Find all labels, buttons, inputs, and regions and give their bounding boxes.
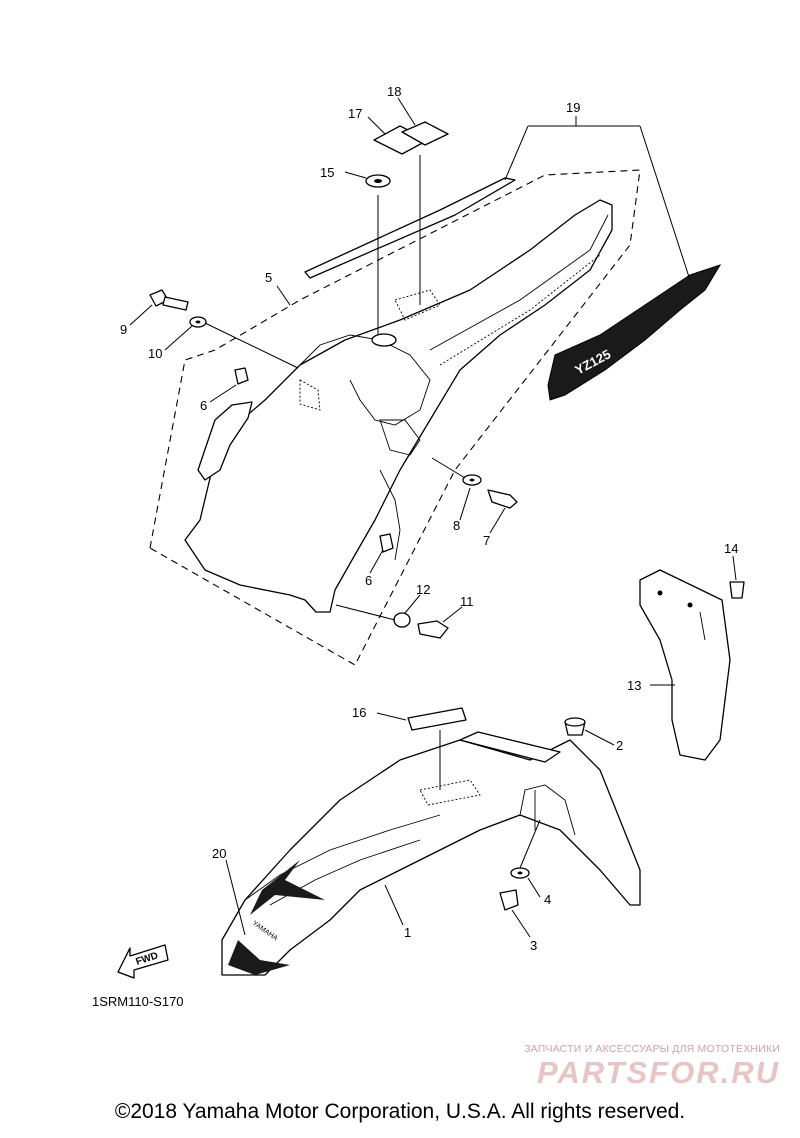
diagram-code: 1SRM110-S170: [92, 994, 184, 1009]
callout-14: 14: [724, 541, 738, 556]
bolt-11: [417, 620, 449, 639]
washer-4: [510, 867, 530, 879]
bolt-7: [487, 489, 518, 509]
callout-6-top: 6: [200, 398, 207, 413]
callout-17: 17: [348, 106, 362, 121]
callout-11: 11: [460, 594, 474, 609]
grommet: [365, 174, 391, 335]
callout-19: 19: [566, 100, 580, 115]
callout-3: 3: [530, 938, 537, 953]
callout-13: 13: [627, 678, 641, 693]
callout-10: 10: [148, 346, 162, 361]
bolt-3: [499, 889, 519, 911]
washer-10: [189, 316, 299, 369]
callout-7: 7: [483, 533, 490, 548]
callout-12: 12: [416, 582, 430, 597]
graphic-strip-decal: [304, 177, 516, 279]
callout-1: 1: [404, 925, 411, 940]
callout-leaders: [129, 97, 737, 938]
callout-18: 18: [387, 84, 401, 99]
watermark-tagline: ЗАПЧАСТИ И АКСЕССУАРЫ ДЛЯ МОТОТЕХНИКИ: [524, 1043, 780, 1055]
callout-8: 8: [453, 518, 460, 533]
callout-9: 9: [120, 322, 127, 337]
callout-16: 16: [352, 705, 366, 720]
bolt-9: [149, 289, 189, 311]
copyright-notice: ©2018 Yamaha Motor Corporation, U.S.A. A…: [114, 1100, 686, 1123]
washer-8: [431, 457, 482, 486]
callout-5: 5: [265, 270, 272, 285]
callout-6-bottom: 6: [365, 573, 372, 588]
callout-numbers: 1 2 3 4 5 6 6 7 8 9 10 11 12 13 14 15 16…: [120, 84, 738, 953]
label-16: [407, 707, 467, 790]
collar-12: [335, 604, 411, 628]
rear-fender: [184, 199, 613, 613]
front-fender: YAMAHA: [221, 731, 641, 976]
collar-2: [564, 717, 586, 736]
mud-flap: [639, 569, 731, 761]
callout-4: 4: [544, 892, 551, 907]
decal-labels-17-18: [373, 121, 449, 305]
callout-15: 15: [320, 165, 334, 180]
watermark-brand: PARTSFOR.RU: [536, 1055, 780, 1090]
callout-20: 20: [212, 846, 226, 861]
yz-side-decal: YZ125: [547, 264, 722, 401]
rear-fender-group-outline: [149, 169, 641, 666]
callout-2: 2: [616, 738, 623, 753]
screw-14: [729, 581, 745, 599]
fwd-arrow-icon: FWD: [117, 944, 169, 979]
